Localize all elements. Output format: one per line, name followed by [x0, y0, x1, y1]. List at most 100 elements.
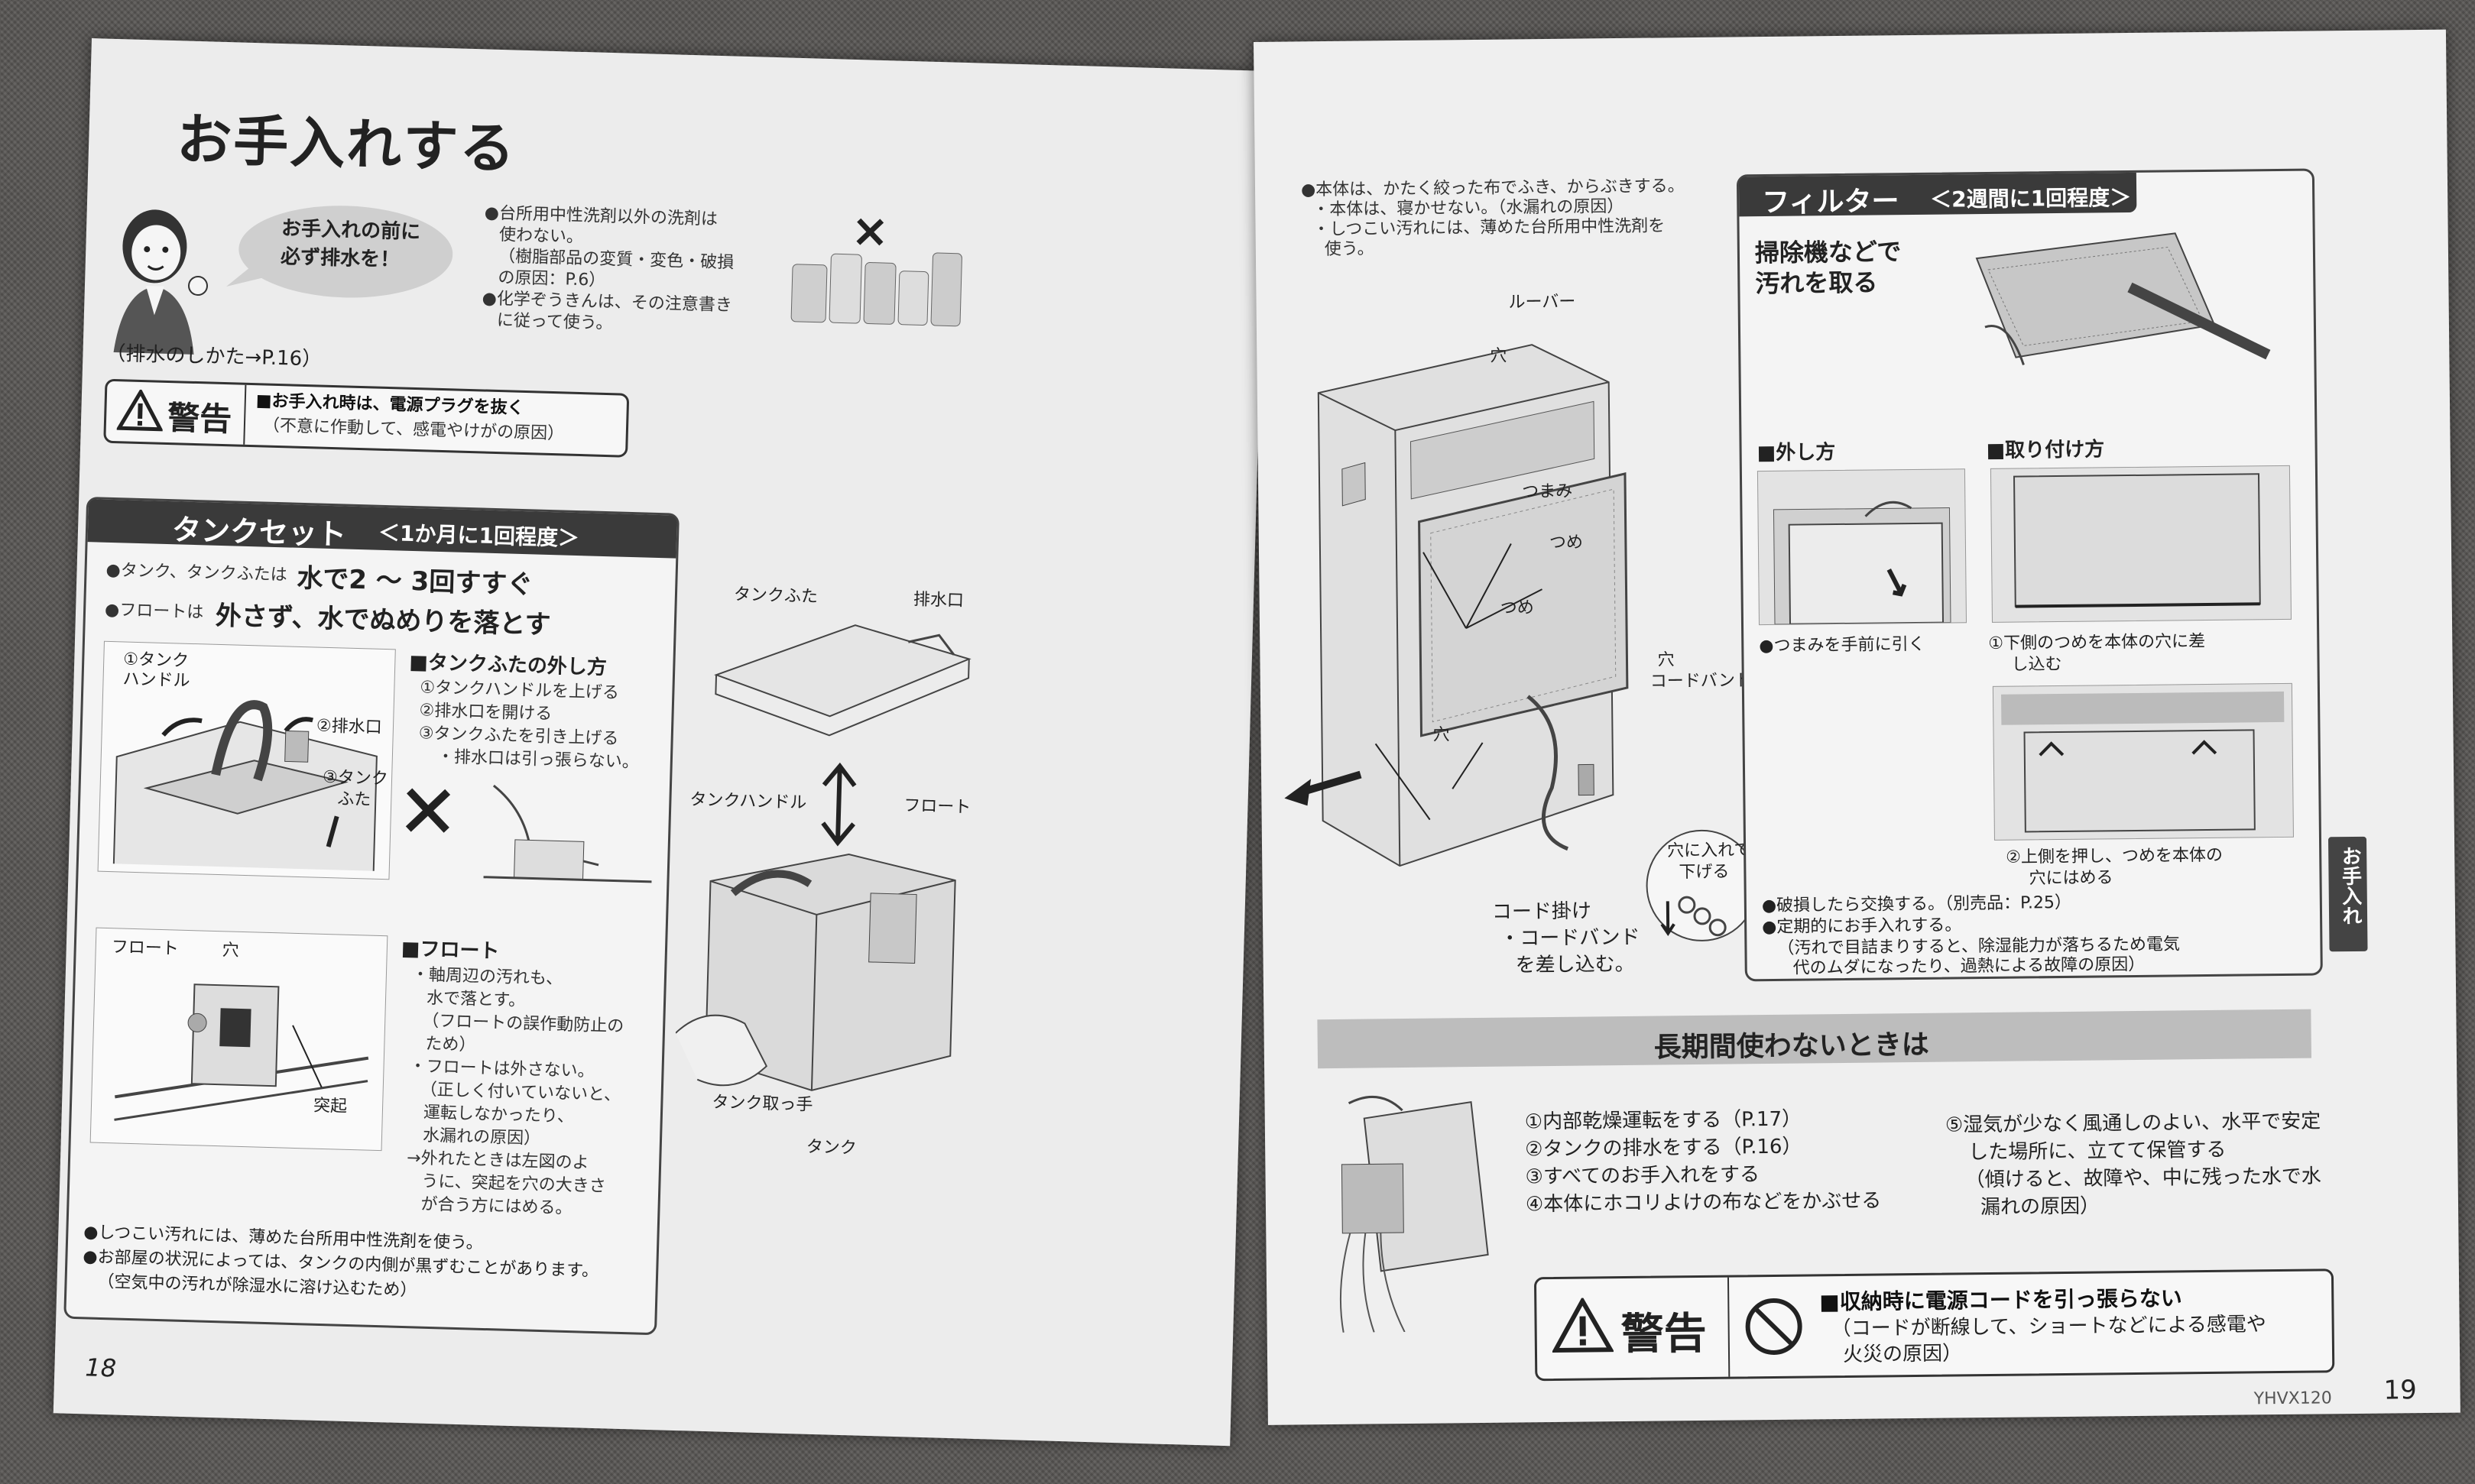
label-hole-2: 穴 — [1432, 725, 1450, 745]
woman-illustration — [113, 209, 209, 355]
right-page: ●本体は、かたく絞った布でふき、からぶきする。 ・本体は、寝かせない。（水漏れの… — [1254, 29, 2460, 1425]
filter-attach-caption-2a: ②上側を押し、つめを本体の — [2006, 845, 2224, 867]
float-diag-tab: 突起 — [313, 1096, 348, 1116]
label-claw-2: つめ — [1500, 598, 1534, 618]
diag-lid-1: ③タンク — [322, 767, 389, 789]
tank-bullet-1: 水で2 ～ 3回すすぐ — [296, 562, 534, 601]
page-number-right: 19 — [2383, 1375, 2418, 1406]
float-title: ■フロート — [401, 937, 500, 964]
filter-remove-caption: ●つまみを手前に引く — [1759, 634, 1925, 656]
lt-step-2: ②タンクの排水をする（P.16） — [1525, 1135, 1802, 1162]
diag-handle-2: ハンドル — [122, 669, 190, 691]
label-hole-3: 穴 — [1657, 650, 1675, 670]
filter-attach-drawing-1 — [2013, 473, 2261, 608]
dehumidifier-illustration — [1284, 344, 1629, 867]
float-diag-hole: 穴 — [222, 941, 240, 961]
filter-attach-drawing-2 — [2000, 691, 2285, 833]
warning-right-line-1: ■収納時に電源コードを引っ張らない — [1819, 1285, 2182, 1315]
float-line-4: ため） — [425, 1034, 476, 1055]
warning-right-line-3: 火災の原因） — [1842, 1342, 1963, 1367]
drain-tank-illustration — [1339, 1095, 1489, 1333]
drain-reference: （排水のしかた→P.16） — [105, 342, 323, 371]
label-tank-grip: タンク取っ手 — [712, 1093, 813, 1115]
float-line-11: が合う方にはめる。 — [420, 1194, 573, 1219]
label-tank-handle: タンクハンドル — [689, 790, 807, 813]
filter-note-1: ●破損したら交換する。（別売品：P.25） — [1761, 893, 2072, 916]
warning-divider — [243, 384, 247, 445]
filter-attach-caption-2b: 穴にはめる — [2029, 868, 2113, 889]
diag-drain: ②排水口 — [316, 716, 383, 737]
filter-note-4: 代のムダになったり、過熱による故障の原因） — [1792, 954, 2146, 978]
float-line-8: 水漏れの原因） — [422, 1126, 541, 1149]
label-cord-insert-1: ・コードバンド — [1500, 925, 1640, 951]
filter-attach-diagram-1 — [1990, 465, 2292, 623]
lt-step-1: ①内部乾燥運転をする（P.17） — [1524, 1107, 1802, 1134]
label-drain: 排水口 — [913, 590, 965, 611]
float-line-2: 水で落とす。 — [426, 988, 526, 1011]
tank-bullet-2: 外さず、水でぬめりを落とす — [215, 600, 551, 641]
longterm-header-bar: 長期間使わないときは — [1317, 1009, 2311, 1069]
bubble-line-2: 必ず排水を！ — [280, 245, 401, 272]
tank-set-frequency: ＜1か月に1回程度＞ — [378, 520, 580, 552]
filter-remove-title: ■外し方 — [1757, 441, 1836, 465]
label-claw: つめ — [1549, 533, 1584, 552]
tank-exploded-illustration — [675, 624, 972, 1091]
lt-step-5c: （傾けると、故障や、中に残った水で水 — [1964, 1165, 2321, 1192]
warning-label: 警告 — [167, 398, 232, 439]
warning-box-right: 警告 ■収納時に電源コードを引っ張らない （コードが断線して、ショートなどによる… — [1533, 1269, 2335, 1382]
detergent-note-6: に従って使う。 — [496, 310, 613, 334]
label-cord-insert-2: を差し込む。 — [1515, 952, 1635, 977]
label-insert-hole-1: 穴に入れて — [1666, 841, 1751, 861]
lid-removal-title: ■タンクふたの外し方 — [408, 650, 608, 680]
filter-vacuum-2: 汚れを取る — [1755, 267, 1878, 299]
filter-frequency: ＜2週間に1回程度＞ — [1930, 184, 2132, 212]
float-diag-float: フロート — [111, 938, 180, 959]
tank-set-section: タンクセット ＜1か月に1回程度＞ ●タンク、タンクふたは 水で2 ～ 3回すす… — [63, 497, 680, 1336]
filter-attach-caption-1a: ①下側のつめを本体の穴に差 — [1988, 632, 2206, 653]
pull-prohibited-illustration — [405, 784, 652, 883]
warning-right-line-2: （コードが断線して、ショートなどによる感電や — [1831, 1313, 2266, 1341]
page-number-left: 18 — [84, 1353, 117, 1383]
label-louver: ルーバー — [1508, 292, 1576, 313]
page-title: お手入れする — [176, 107, 517, 181]
label-insert-hole-2: 下げる — [1679, 862, 1730, 883]
left-page: お手入れする お手入れの前に 必ず排水を！ ●台所用中性洗剤以外の洗剤は 使わな… — [53, 38, 1269, 1447]
lt-step-5b: した場所に、立てて保管する — [1968, 1138, 2227, 1165]
bubble-line-1: お手入れの前に — [281, 217, 421, 245]
filter-attach-diagram-2 — [1992, 682, 2294, 841]
lt-step-5a: ⑤湿気が少なく風通しのよい、水平で安定 — [1945, 1110, 2321, 1137]
label-knob: つまみ — [1522, 481, 1573, 502]
label-cord-band: コードバンド — [1649, 671, 1753, 692]
float-drawing — [114, 983, 369, 1121]
filter-removal-diagram — [1757, 468, 1967, 626]
prohibited-icon — [1745, 1298, 1802, 1355]
filter-removal-drawing — [1773, 501, 1951, 625]
tank-bullet-2-prefix: ●フロートは — [104, 600, 204, 623]
warning-label-right: 警告 — [1620, 1308, 1708, 1360]
tank-lid-diagram: ①タンク ハンドル ②排水口 ③タンク ふた — [97, 640, 396, 880]
warning-divider-right — [1727, 1277, 1731, 1377]
label-hole: 穴 — [1490, 346, 1507, 366]
label-tank: タンク — [806, 1137, 858, 1158]
filter-attach-title: ■取り付け方 — [1986, 438, 2105, 462]
lid-step-4: ・排水口は引っ張らない。 — [436, 747, 640, 773]
filter-section: フィルター ＜2週間に1回程度＞ 掃除機などで 汚れを取る ■外し方 ■取り付け… — [1736, 168, 2323, 982]
filter-header: フィルター ＜2週間に1回程度＞ — [1738, 172, 2137, 219]
speech-bubble — [225, 206, 453, 298]
lt-step-5d: 漏れの原因） — [1980, 1194, 2100, 1220]
side-tab: お手入れ — [2327, 836, 2368, 952]
lid-step-2: ②排水口を開ける — [419, 701, 553, 724]
filter-attach-caption-1b: し込む — [2011, 654, 2062, 675]
tank-bullet-1-prefix: ●タンク、タンクふたは — [105, 560, 288, 585]
filter-title: フィルター — [1762, 186, 1899, 219]
warning-triangle-icon — [1552, 1298, 1614, 1353]
label-cord-hook: コード掛け — [1491, 899, 1592, 924]
lt-step-4: ④本体にホコリよけの布などをかぶせる — [1525, 1189, 1882, 1217]
tank-set-header: タンクセット ＜1か月に1回程度＞ — [87, 499, 677, 559]
label-float: フロート — [903, 796, 972, 818]
lt-step-3: ③すべてのお手入れをする — [1525, 1163, 1760, 1189]
side-tab-label: お手入れ — [2338, 845, 2363, 926]
label-tank-lid: タンクふた — [733, 585, 819, 607]
tank-drawing — [112, 700, 378, 871]
diag-lid-2: ふた — [336, 789, 371, 810]
